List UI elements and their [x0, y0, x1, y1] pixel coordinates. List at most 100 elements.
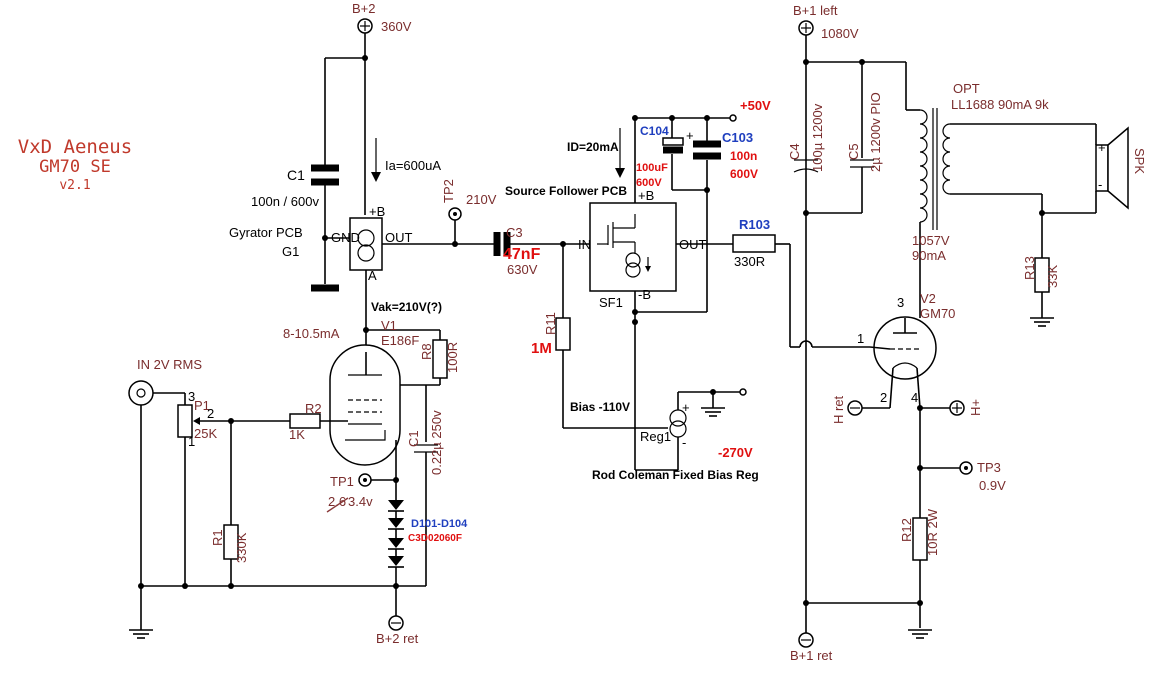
c4-value: 100µ 1200v — [810, 103, 825, 172]
c103-name: C103 — [722, 130, 753, 145]
c3-voltage: 630V — [507, 262, 538, 277]
c103-value2: 600V — [730, 167, 758, 181]
source-follower-pcb — [589, 202, 677, 292]
c4-name: C4 — [787, 143, 802, 160]
b2-ret-label: B+2 ret — [376, 631, 419, 646]
p1-pin1: 1 — [188, 434, 195, 449]
c103-value1: 100n — [730, 149, 757, 163]
input-jack — [128, 380, 154, 406]
opt-name: OPT — [953, 81, 980, 96]
c1b-name: C1 — [406, 430, 421, 447]
c1-name: C1 — [287, 167, 305, 183]
h-ret-terminal — [847, 400, 863, 416]
v2-pin4: 4 — [911, 390, 918, 405]
r11-resistor — [555, 317, 571, 351]
bias-regulator: + - — [669, 400, 690, 450]
plus50-label: +50V — [740, 98, 771, 113]
h-plus-terminal — [949, 400, 965, 416]
b2-terminal — [357, 18, 373, 34]
c1-value: 100n / 600v — [251, 194, 319, 209]
r12-value: 10R 2W — [925, 508, 940, 556]
r1-value: 330K — [234, 532, 249, 563]
minus270-label: -270V — [718, 445, 753, 460]
r8-name: R8 — [419, 343, 434, 360]
title-line1: VxD Aeneus — [18, 136, 132, 158]
p1-potentiometer — [177, 404, 193, 438]
c1b-value: 0.22µ 250v — [429, 410, 444, 475]
c104-value1: 100uF — [636, 162, 668, 174]
c5-name: C5 — [846, 143, 861, 160]
tp3-testpoint — [959, 461, 973, 475]
tp1-strike — [326, 497, 349, 513]
svg-text:+: + — [686, 128, 694, 143]
c3-capacitor — [493, 232, 511, 256]
h-ret-label: H ret — [831, 395, 846, 424]
p1-value: 25K — [194, 426, 217, 441]
r13-value: 33K — [1045, 265, 1060, 288]
r8-value: 100R — [445, 342, 460, 373]
diode-string — [388, 500, 404, 568]
v1-tube — [329, 344, 401, 466]
r11-name: R11 — [543, 312, 558, 335]
b2-return-terminal — [388, 615, 404, 631]
r1-name: R1 — [210, 529, 225, 546]
r13-ground — [1030, 317, 1054, 327]
r103-name: R103 — [739, 217, 770, 232]
gyrator-ref: G1 — [282, 244, 299, 259]
c5-value: 2µ 1200v PIO — [868, 92, 883, 172]
sf-pin-plus: +B — [638, 188, 654, 203]
diodes-range: D101-D104 — [411, 518, 468, 530]
bias-label: Bias -110V — [570, 400, 630, 414]
b1-voltage: 1080V — [821, 26, 859, 41]
output-transformer — [919, 108, 951, 230]
v2-current: 90mA — [912, 248, 946, 263]
v2-pin2: 2 — [880, 390, 887, 405]
tp1-voltage-old: 2.6 — [328, 494, 346, 509]
r13-name: R13 — [1022, 256, 1037, 280]
sf-pin-minus: -B — [638, 287, 651, 302]
tp2-voltage: 210V — [466, 192, 497, 207]
r103-value: 330R — [734, 254, 765, 269]
r103-resistor — [732, 234, 776, 253]
sf-pin-in: IN — [578, 237, 591, 252]
ia-label: Ia=600uA — [385, 158, 441, 173]
v2-pin3: 3 — [897, 295, 904, 310]
p1-pin3: 3 — [188, 389, 195, 404]
diodes-part: C3D02060F — [408, 533, 462, 544]
b1-label: B+1 left — [793, 3, 838, 18]
gyrator-pin-a: A — [368, 268, 377, 283]
sf-ref: SF1 — [599, 295, 623, 310]
c3-value: 47nF — [503, 246, 541, 263]
title-line2: GM70 SE — [39, 157, 111, 177]
gyrator-pin-out: OUT — [385, 230, 413, 245]
c104-name: C104 — [640, 124, 669, 138]
spk-label: SPK — [1132, 148, 1147, 174]
v2-pin1: 1 — [857, 331, 864, 346]
r2-value: 1K — [289, 427, 305, 442]
vak-label: Vak=210V(?) — [371, 300, 442, 314]
c104-value2: 600V — [636, 177, 662, 189]
tp1-voltage: 3.4v — [348, 494, 373, 509]
gyrator-pin-plus: +B — [369, 204, 385, 219]
v2-type: GM70 — [920, 306, 955, 321]
title-line3: v2.1 — [59, 178, 90, 193]
c104-capacitor: + — [662, 128, 694, 154]
input-label: IN 2V RMS — [137, 357, 202, 372]
output-ground — [908, 629, 932, 639]
tp1-testpoint — [358, 473, 372, 487]
v2-ref: V2 — [920, 291, 936, 306]
speaker-icon: + - — [1095, 126, 1129, 210]
b1-return-terminal — [798, 632, 814, 648]
tp2-name: TP2 — [441, 179, 456, 203]
r11-value: 1M — [531, 340, 552, 357]
v1-current: 8-10.5mA — [283, 326, 340, 341]
sf-header: Source Follower PCB — [505, 184, 627, 198]
bias-ground — [701, 407, 725, 417]
r12-name: R12 — [899, 518, 914, 542]
r2-resistor — [289, 413, 321, 429]
bias-caption: Rod Coleman Fixed Bias Reg — [592, 468, 759, 482]
tp2-testpoint — [448, 207, 462, 221]
b2-voltage: 360V — [381, 19, 412, 34]
